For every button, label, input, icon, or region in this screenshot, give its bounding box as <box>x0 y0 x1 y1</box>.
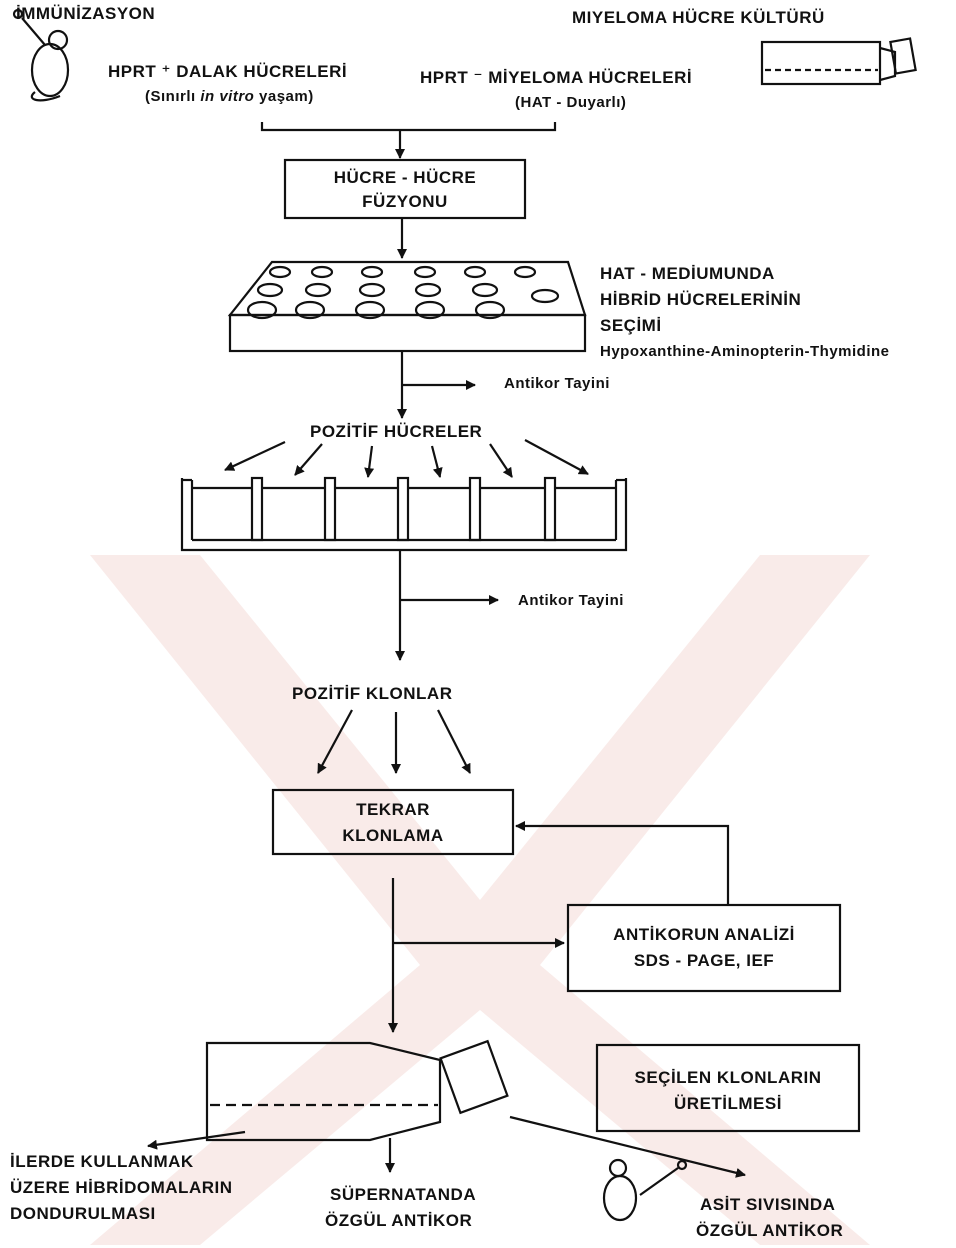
ascites-line2: ÖZGÜL ANTİKOR <box>696 1221 843 1241</box>
hat-expansion: Hypoxanthine-Aminopterin-Thymidine <box>600 343 890 360</box>
immunization-label: İMMÜNİZASYON <box>16 4 155 24</box>
ascites-line1: ASİT SIVISINDA <box>700 1195 835 1215</box>
recloning-line2: KLONLAMA <box>273 826 513 846</box>
antibody-test-2: Antikor Tayini <box>518 592 624 609</box>
freezing-line2: ÜZERE HİBRİDOMALARIN <box>10 1178 233 1198</box>
freezing-line3: DONDURULMASI <box>10 1204 156 1224</box>
fusion-line1: HÜCRE - HÜCRE <box>285 168 525 188</box>
mouse-immunization-icon <box>14 10 68 100</box>
supernatant-line2: ÖZGÜL ANTİKOR <box>325 1211 472 1231</box>
selection-line3: SEÇİMİ <box>600 316 662 336</box>
spleen-note: (Sınırlı in vitro yaşam) <box>145 88 314 105</box>
watermark <box>90 555 870 1245</box>
myeloma-culture-label: MIYELOMA HÜCRE KÜLTÜRÜ <box>572 8 825 28</box>
analysis-line2: SDS - PAGE, IEF <box>568 951 840 971</box>
antibody-test-1: Antikor Tayini <box>504 375 610 392</box>
freezing-line1: İLERDE KULLANMAK <box>10 1152 194 1172</box>
analysis-line1: ANTİKORUN ANALİZİ <box>568 925 840 945</box>
production-line2: ÜRETİLMESİ <box>597 1094 859 1114</box>
selection-line1: HAT - MEDİUMUNDA <box>600 264 775 284</box>
merge-connector <box>262 122 555 130</box>
well-tray <box>182 478 626 550</box>
multiwell-plate <box>230 262 585 351</box>
fusion-line2: FÜZYONU <box>285 192 525 212</box>
well-distribution-arrows <box>225 440 588 477</box>
positive-cells-label: POZİTİF HÜCRELER <box>310 422 482 442</box>
recloning-line1: TEKRAR <box>273 800 513 820</box>
myeloma-cells-label: HPRT ⁻ MİYELOMA HÜCRELERİ <box>420 68 692 88</box>
supernatant-line1: SÜPERNATANDA <box>330 1185 476 1205</box>
production-line1: SEÇİLEN KLONLARIN <box>597 1068 859 1088</box>
selection-line2: HİBRİD HÜCRELERİNİN <box>600 290 801 310</box>
positive-clones-label: POZİTİF KLONLAR <box>292 684 452 704</box>
analysis-box <box>568 905 840 991</box>
spleen-cells-label: HPRT ⁺ DALAK HÜCRELERİ <box>108 62 347 82</box>
culture-flask-icon <box>762 39 916 84</box>
myeloma-note: (HAT - Duyarlı) <box>515 94 626 111</box>
